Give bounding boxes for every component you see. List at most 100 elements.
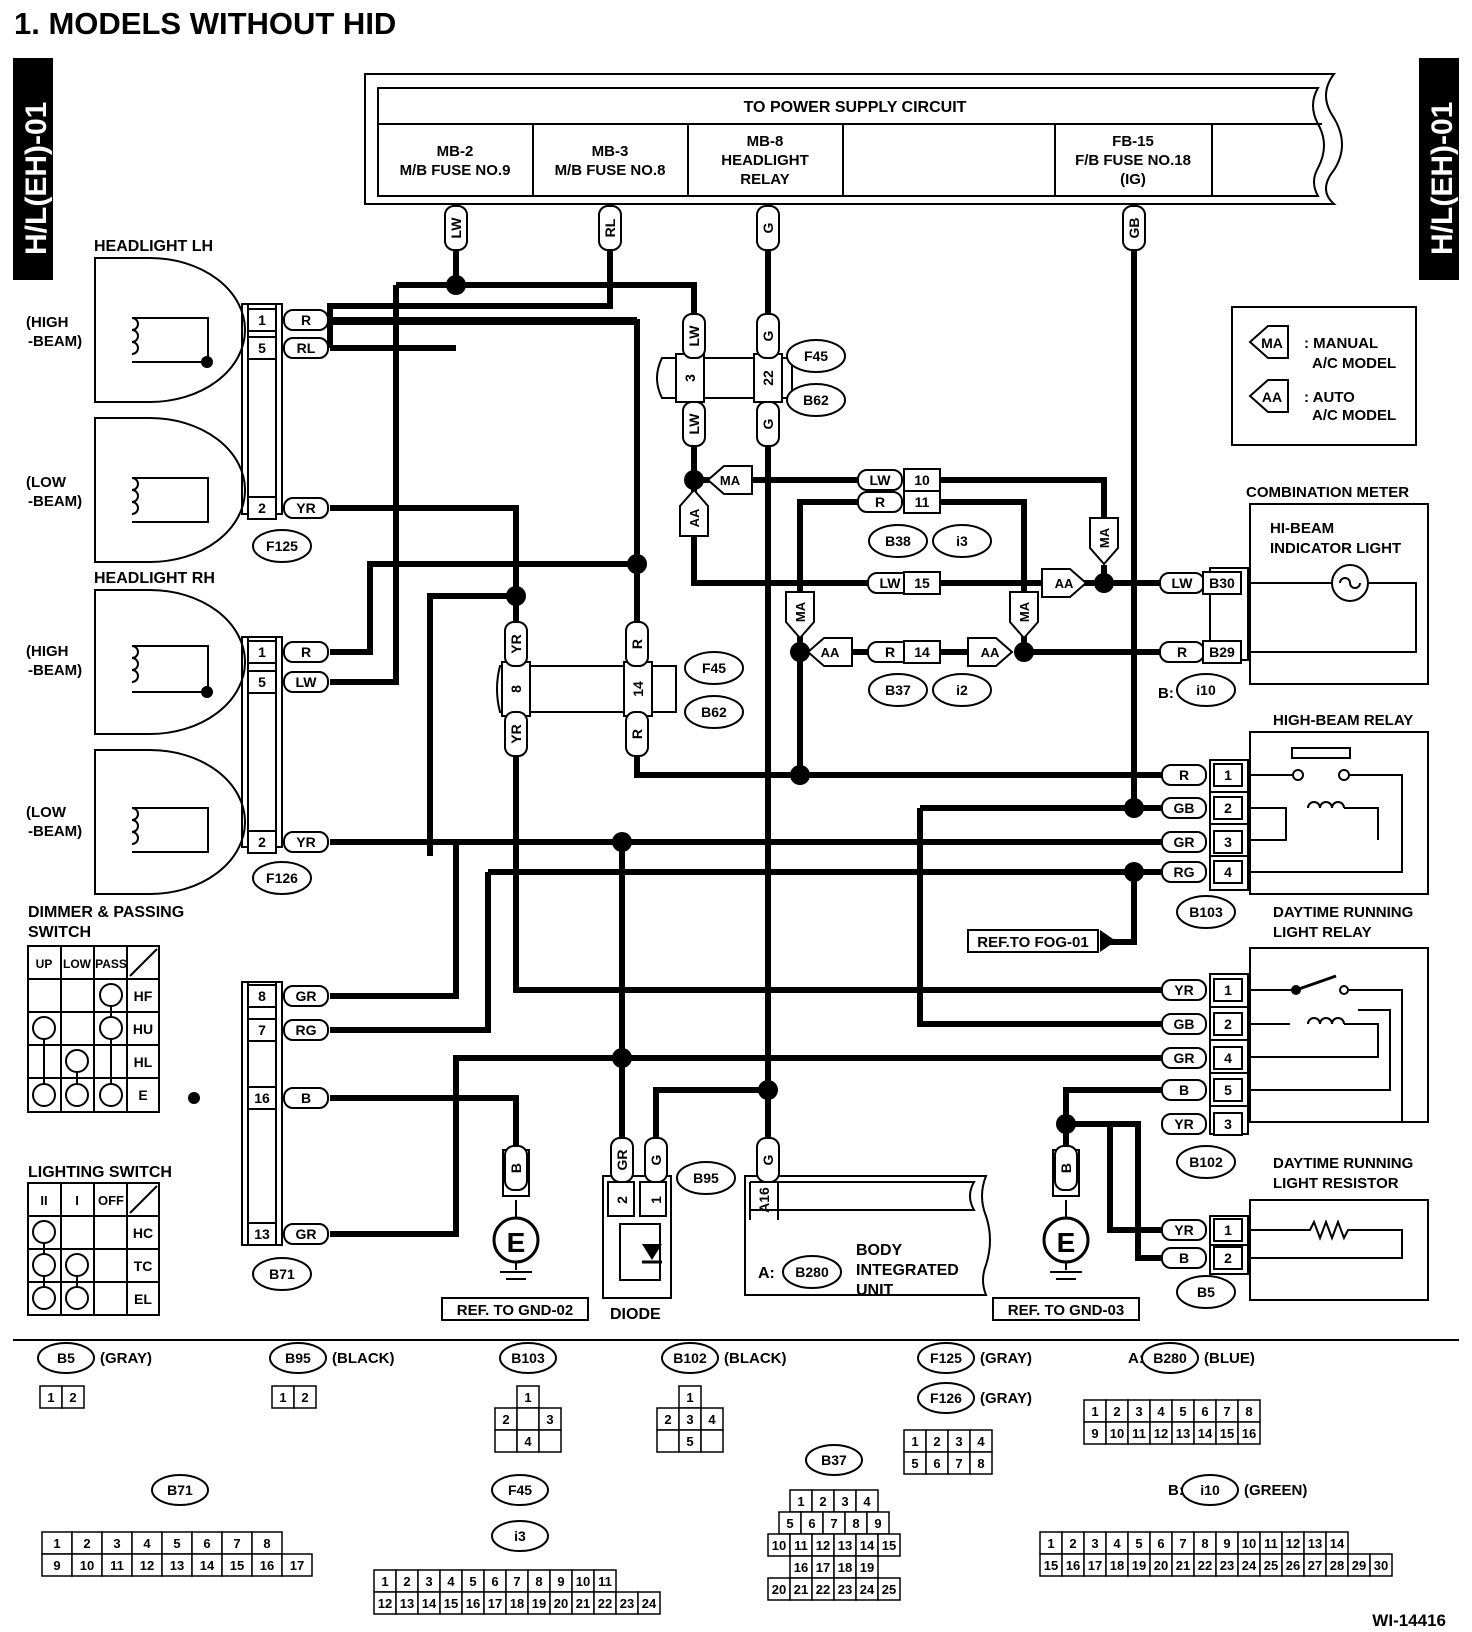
connector-face-pin: 4: [447, 1574, 455, 1589]
connector-oval: i10: [1176, 673, 1236, 707]
headlight-lh: [94, 257, 246, 563]
pin-number-text: 8: [258, 988, 266, 1004]
model-arrow-text: MA: [793, 601, 808, 622]
low-beam-label-rh-2: -BEAM): [28, 823, 82, 840]
connector-face-pin: 14: [860, 1538, 875, 1553]
connector-face-pin: 13: [170, 1558, 184, 1573]
connector-oval: F45: [786, 339, 846, 373]
connector-face-pin: 23: [1220, 1558, 1234, 1573]
lighting-switch-label: LIGHTING SWITCH: [28, 1164, 172, 1181]
power-fuse-label: MB-2: [437, 143, 474, 160]
dimmer-row-label: E: [138, 1087, 147, 1103]
connector-face-color: (GRAY): [100, 1350, 152, 1367]
wire-color-tag: R: [283, 309, 329, 331]
wire-color-tag: RL: [283, 337, 329, 359]
wire-color-code: RG: [296, 1022, 317, 1038]
pin-number-text: 11: [915, 494, 930, 510]
connector-face-pin: 18: [510, 1596, 524, 1611]
connector-face-pin: 30: [1374, 1558, 1388, 1573]
model-arrow-ma: MA: [1009, 591, 1039, 640]
legend-aa-line2: A/C MODEL: [1312, 407, 1396, 424]
connector-face-pin: 8: [852, 1516, 859, 1531]
wire-color-tag: R: [283, 641, 329, 663]
pin-number: 15: [903, 571, 941, 595]
high-beam-relay: [1209, 731, 1429, 895]
ref-fog: REF.TO FOG-01: [977, 934, 1088, 951]
connector-face-pin: 3: [955, 1434, 962, 1449]
power-fuse-label: RELAY: [740, 171, 789, 188]
connector-oval: B5: [1176, 1275, 1236, 1309]
connector-face-pin: 19: [532, 1596, 546, 1611]
wire-color-code: YR: [508, 724, 524, 743]
connector-face-pin: 8: [263, 1536, 270, 1551]
connector-face-pin: 6: [491, 1574, 498, 1589]
high-beam-label-lh-1: (HIGH: [26, 314, 69, 331]
wire-color-tag: GB: [1161, 1013, 1207, 1035]
pin-number-text: 13: [254, 1226, 270, 1242]
pin-number-text: 16: [254, 1090, 270, 1106]
connector-face-pin: 4: [1157, 1404, 1165, 1419]
pin-number-text: 4: [1224, 1050, 1232, 1066]
model-arrow-text: AA: [1055, 576, 1074, 591]
connector-id: B62: [701, 704, 727, 720]
combination-meter-label: COMBINATION METER: [1246, 484, 1409, 501]
connector-oval: F126: [252, 861, 312, 895]
pin-number: 2: [1213, 1246, 1243, 1270]
connector-face-pin: 17: [816, 1560, 830, 1575]
pin-number: A16: [756, 1187, 772, 1213]
model-arrow-aa: AA: [1041, 568, 1088, 598]
connector-face-pin: 7: [830, 1516, 837, 1531]
wire-color-code: GB: [1126, 218, 1142, 239]
connector-face-prefix: B:: [1168, 1482, 1184, 1499]
wire-color-tag: GR: [610, 1137, 634, 1183]
ground-gnd03: [1042, 1149, 1090, 1280]
connector-face-pin: 18: [838, 1560, 852, 1575]
connector-face-id: B37: [821, 1452, 847, 1468]
connector-face-pin: 2: [664, 1412, 671, 1427]
wire-color-code: YR: [1174, 1116, 1193, 1132]
wire-color-tag: GR: [283, 1223, 329, 1245]
ref-fog-arrow: [1100, 930, 1116, 952]
wire-color-code: R: [629, 639, 645, 649]
power-fuse-label: F/B FUSE NO.18: [1075, 152, 1191, 169]
model-arrow-text: AA: [687, 508, 702, 527]
dimmer-row-label: HL: [134, 1054, 153, 1070]
connector-face-pin: 3: [686, 1412, 693, 1427]
connector-face-pin: 8: [1201, 1536, 1208, 1551]
connector-face-pin: 17: [488, 1596, 502, 1611]
connector-face-pin: 7: [1223, 1404, 1230, 1419]
pin-number: 5: [247, 336, 277, 360]
connector-face-pin: 8: [1245, 1404, 1252, 1419]
connector-id: i2: [956, 682, 968, 698]
pin-number: 13: [247, 1222, 277, 1246]
connector-oval: i3: [932, 524, 992, 558]
pin-number: 1: [1213, 1218, 1243, 1242]
connector-face-pin: 5: [173, 1536, 180, 1551]
connector-face-pin: 29: [1352, 1558, 1366, 1573]
connector-face-pin: 23: [620, 1596, 634, 1611]
connector-face-pin: 3: [1135, 1404, 1142, 1419]
diode-label: DIODE: [610, 1306, 661, 1323]
power-fuse-label: M/B FUSE NO.9: [400, 162, 511, 179]
wire-color-code: LW: [296, 674, 318, 690]
wire-color-code: YR: [296, 834, 315, 850]
connector-face-color: (BLACK): [724, 1350, 786, 1367]
wire-color-code: B: [508, 1163, 524, 1173]
legend-aa-line1: : AUTO: [1304, 389, 1355, 406]
pin-number: B29: [1202, 640, 1242, 664]
connector-face-pin: 24: [860, 1582, 875, 1597]
hi-beam-indicator-2: INDICATOR LIGHT: [1270, 540, 1401, 557]
pin-number-text: 2: [614, 1196, 630, 1204]
connector-oval: B38: [868, 524, 928, 558]
legend-ma-line2: A/C MODEL: [1312, 355, 1396, 372]
connector-face-pin: 15: [230, 1558, 244, 1573]
power-supply-header: TO POWER SUPPLY CIRCUIT: [744, 99, 967, 116]
pin-number-text: 10: [914, 472, 930, 488]
connector-face-pin: 6: [808, 1516, 815, 1531]
figure-id: WI-14416: [1372, 1611, 1446, 1630]
